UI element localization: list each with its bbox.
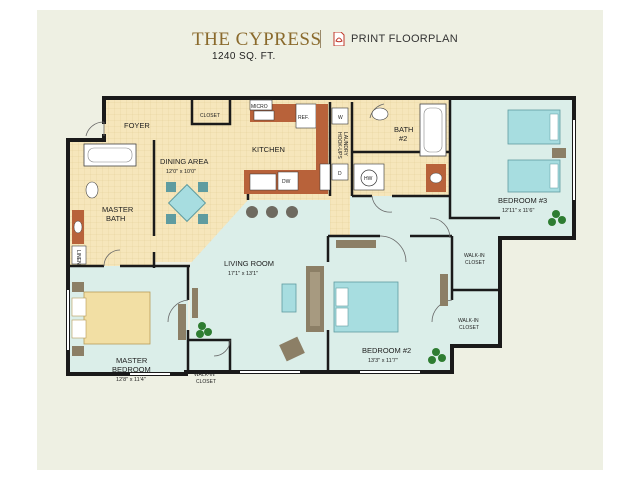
label-dishwasher: DW (282, 179, 291, 185)
stool-1 (246, 206, 258, 218)
dishwasher (277, 171, 299, 191)
fixture-labels: MICRO REF. W D LAUNDRY HOOK-UPS DW HW LI… (75, 104, 373, 265)
dresser-bedroom2 (440, 274, 448, 306)
dresser-master (178, 304, 186, 340)
label-master-bath-2: BATH (106, 214, 125, 223)
label-micro: MICRO (251, 104, 268, 110)
master-bedroom-furniture (71, 282, 186, 356)
washer (331, 107, 349, 125)
master-bed (83, 291, 151, 345)
label-linen: LINEN (75, 250, 81, 265)
bedroom3-furniture (507, 109, 566, 226)
plant-bedroom3 (548, 210, 566, 226)
label-master-walkin-1: WALK-IN (194, 372, 215, 378)
armchair (279, 336, 305, 362)
pdf-icon (333, 32, 345, 46)
bath2-toilet (371, 107, 389, 121)
label-bedroom2: BEDROOM #2 (362, 346, 411, 355)
label-bath2-2: #2 (399, 134, 407, 143)
interior-walls (70, 100, 500, 372)
upper-sink (253, 110, 275, 121)
nightstand-master-2 (72, 346, 84, 356)
living-furniture (192, 266, 324, 362)
label-master-bath-1: MASTER (102, 205, 134, 214)
label-kitchen: KITCHEN (252, 145, 285, 154)
label-washer: W (338, 115, 343, 121)
tv-console (192, 288, 198, 318)
range (319, 163, 331, 191)
label-master-walkin-2: CLOSET (196, 379, 216, 385)
label-walkin-b-2: CLOSET (459, 325, 479, 331)
nightstand-3 (552, 148, 566, 158)
kitchen-counters (244, 99, 349, 218)
label-foyer-closet: CLOSET (200, 113, 220, 119)
label-bath2-1: BATH (394, 125, 413, 134)
stool-2 (266, 206, 278, 218)
windows (67, 120, 575, 375)
plant-bedroom2 (428, 348, 446, 364)
label-dining-dim: 12'0" x 10'0" (166, 169, 196, 175)
coffee-table (281, 283, 297, 313)
label-bedroom3: BEDROOM #3 (498, 196, 547, 205)
label-water-heater: HW (364, 176, 373, 182)
label-dining: DINING AREA (160, 157, 208, 166)
stool-3 (286, 206, 298, 218)
label-bedroom3-dim: 12'11" x 11'6" (502, 208, 534, 214)
label-living: LIVING ROOM (224, 259, 274, 268)
master-bath-fixtures (71, 143, 137, 265)
door-swings (85, 103, 453, 357)
label-master-bed-1: MASTER (116, 356, 148, 365)
linen-closet (71, 245, 87, 265)
bedroom2-furniture (333, 240, 448, 364)
label-walkin-a-1: WALK-IN (464, 253, 485, 259)
plant-living (196, 322, 212, 338)
label-walkin-a-2: CLOSET (465, 260, 485, 266)
label-master-bed-2: BEDROOM (112, 365, 151, 374)
master-toilet (85, 181, 99, 199)
print-floorplan-label: PRINT FLOORPLAN (351, 33, 458, 45)
dining-table (166, 182, 208, 224)
print-floorplan-link[interactable]: PRINT FLOORPLAN (333, 32, 458, 46)
label-ref: REF. (298, 115, 309, 121)
label-master-bed-dim: 12'8" x 11'4" (116, 377, 146, 383)
header-divider (320, 30, 321, 48)
page-title: THE CYPRESS (192, 29, 322, 50)
nightstand-master-1 (72, 282, 84, 292)
bath2-fixtures (371, 103, 447, 192)
hallway-floor (350, 196, 450, 238)
label-living-dim: 17'1" x 13'1" (228, 271, 258, 277)
master-walkin-floor (188, 340, 232, 372)
label-foyer: FOYER (124, 121, 150, 130)
island-sink (249, 173, 277, 191)
label-dryer: D (338, 171, 342, 177)
room-labels: FOYER CLOSET DINING AREA 12'0" x 10'0" K… (102, 113, 547, 385)
label-bedroom2-dim: 13'3" x 11'7" (368, 358, 398, 364)
square-footage: 1240 SQ. FT. (212, 51, 276, 62)
label-laundry: LAUNDRY (342, 132, 348, 156)
label-hookups: HOOK-UPS (336, 132, 342, 159)
desk-bedroom2 (336, 240, 376, 248)
water-heater (353, 163, 385, 191)
microwave-box (249, 99, 273, 111)
dryer (331, 163, 349, 181)
label-walkin-b-1: WALK-IN (458, 318, 479, 324)
